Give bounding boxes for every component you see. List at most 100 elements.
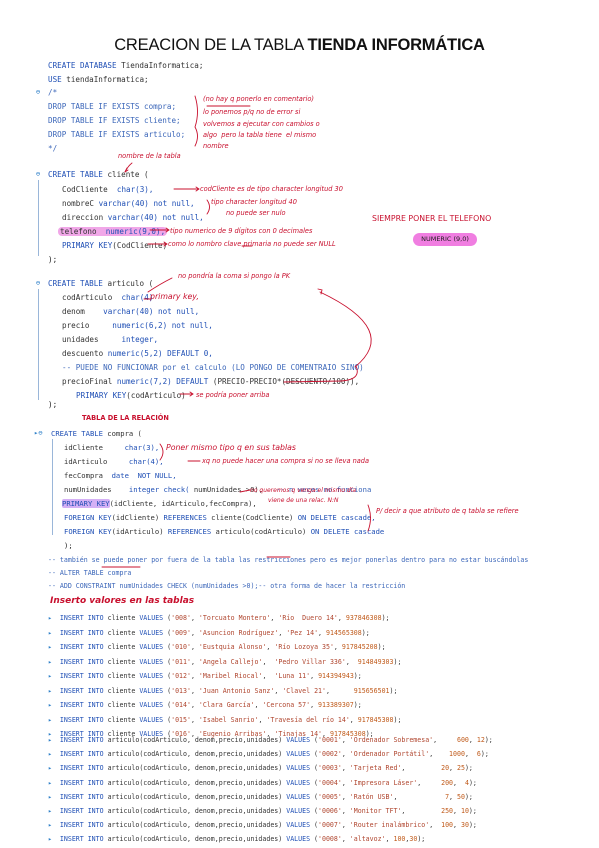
code-line-unidades[interactable]: unidades integer, xyxy=(62,335,159,344)
code-line-preciofinal[interactable]: precioFinal numeric(7,2) DEFAULT (PRECIO… xyxy=(62,377,360,386)
cliente-insert-row[interactable]: ▸ INSERT INTO cliente VALUES ('012', 'Ma… xyxy=(48,672,362,680)
code-line-idcliente[interactable]: idCliente char(3), xyxy=(64,443,160,452)
code-line-fk-articulo[interactable]: FOREIGN KEY(idArticulo) REFERENCES artic… xyxy=(64,527,385,536)
cliente-insert-row[interactable]: ▸ INSERT INTO cliente VALUES ('009', 'As… xyxy=(48,628,370,637)
note-tipo-character: tipo character longitud 40 xyxy=(211,198,297,206)
code-line-feccompra[interactable]: fecCompra date NOT NULL, xyxy=(64,471,177,480)
run-statement-icon[interactable]: ▸ xyxy=(48,736,60,744)
cliente-insert-row[interactable]: ▸ INSERT INTO cliente VALUES ('014', 'Cl… xyxy=(48,701,362,709)
code-line-tail-comment-3[interactable]: -- ADD CONSTRAINT numUnidades CHECK (num… xyxy=(48,582,406,590)
code-line-articulo-close[interactable]: ); xyxy=(48,400,58,409)
cliente-insert-row[interactable]: ▸ INSERT INTO cliente VALUES ('011', 'An… xyxy=(48,657,402,666)
fold-guide xyxy=(38,180,39,256)
code-line-create-articulo[interactable]: CREATE TABLE articulo ( xyxy=(48,279,154,288)
run-statement-icon[interactable]: ▸ xyxy=(48,750,60,759)
run-statement-icon[interactable]: ▸ xyxy=(48,807,60,815)
run-statement-icon[interactable]: ▸ xyxy=(48,628,60,637)
note-clave-primaria: como lo nombro clave primaria no puede s… xyxy=(168,240,336,248)
run-statement-icon[interactable]: ▸ xyxy=(48,657,60,666)
code-line-denom[interactable]: denom varchar(40) not null, xyxy=(62,307,200,316)
note-atributo-tabla: P/ decir a que atributo de q tabla se re… xyxy=(376,507,519,515)
note-no-comentario: (no hay q ponerlo en comentario) xyxy=(203,95,314,103)
run-statement-icon[interactable]: ▸ xyxy=(48,764,60,773)
code-line-cliente-close[interactable]: ); xyxy=(48,255,58,264)
code-line-create-cliente[interactable]: CREATE TABLE cliente ( xyxy=(48,170,149,179)
run-statement-icon[interactable]: ▸ xyxy=(48,715,60,724)
note-relacion-nn: viene de una relac. N:N xyxy=(268,497,339,504)
run-statement-icon[interactable]: ▸ xyxy=(48,835,60,844)
articulo-insert-row[interactable]: ▸ INSERT INTO articulo(codArticulo, deno… xyxy=(48,750,489,759)
note-coma-pk: no pondría la coma si pongo la PK xyxy=(178,272,291,280)
cliente-insert-row[interactable]: ▸ INSERT INTO cliente VALUES ('010', 'Eu… xyxy=(48,643,386,651)
code-line-comment-open[interactable]: /* xyxy=(48,88,58,97)
code-line-drop-compra[interactable]: DROP TABLE IF EXISTS compra; xyxy=(48,102,177,111)
code-line-descuento[interactable]: descuento numeric(5,2) DEFAULT 0, xyxy=(62,349,213,358)
page-title: CREACION DE LA TABLA TIENDA INFORMÁTICA xyxy=(114,36,485,54)
code-line-numunidades[interactable]: numUnidades integer check( numUnidades >… xyxy=(64,485,372,494)
note-mismo-tipo: Poner mismo tipo q en sus tablas xyxy=(166,443,296,452)
note-nombre-tabla: nombre de la tabla xyxy=(118,152,181,160)
code-line-direccion[interactable]: direccion varchar(40) not null, xyxy=(62,213,204,222)
code-line-articulo-pk[interactable]: PRIMARY KEY(codArticulo) xyxy=(76,391,186,400)
code-line-use-database[interactable]: USE tiendaInformatica; xyxy=(48,75,149,84)
cliente-insert-row[interactable]: ▸ INSERT INTO cliente VALUES ('016', 'Eu… xyxy=(48,730,374,738)
cliente-insert-row[interactable]: ▸ INSERT INTO cliente VALUES ('013', 'Ju… xyxy=(48,686,398,695)
code-line-codarticulo[interactable]: codArticulo char(4) xyxy=(62,293,154,302)
note-tabla-relacion: TABLA DE LA RELACIÓN xyxy=(82,414,169,422)
run-statement-icon[interactable]: ▸ xyxy=(48,792,60,801)
note-nombre: nombre xyxy=(203,142,229,150)
articulo-insert-row[interactable]: ▸ INSERT INTO articulo(codArticulo, deno… xyxy=(48,778,477,787)
fold-toggle-icon[interactable]: ⊖ xyxy=(35,170,41,178)
run-statement-icon[interactable]: ▸ xyxy=(48,701,60,709)
run-statement-icon[interactable]: ▸ xyxy=(48,614,60,622)
code-line-compra-close[interactable]: ); xyxy=(64,541,73,550)
note-poner-arriba: se podría poner arriba xyxy=(196,391,270,399)
section-heading-insert: Inserto valores en las tablas xyxy=(50,596,195,606)
fold-toggle-icon[interactable]: ▸⊖ xyxy=(34,429,43,437)
run-statement-icon[interactable]: ▸ xyxy=(48,821,60,830)
code-line-telefono[interactable]: telefono numeric(9,0), xyxy=(58,227,168,236)
note-mismo-dia: no queremos q venga el mismo día xyxy=(250,487,357,494)
cliente-insert-row[interactable]: ▸ INSERT INTO cliente VALUES ('008', 'To… xyxy=(48,614,390,622)
articulo-insert-row[interactable]: ▸ INSERT INTO articulo(codArticulo, deno… xyxy=(48,764,473,773)
fold-toggle-icon[interactable]: ⊖ xyxy=(35,279,41,287)
run-statement-icon[interactable]: ▸ xyxy=(48,730,60,738)
code-line-create-compra[interactable]: CREATE TABLE compra ( xyxy=(51,429,142,438)
code-line-tail-comment-2[interactable]: -- ALTER TABLE compra xyxy=(48,569,132,577)
articulo-insert-row[interactable]: ▸ INSERT INTO articulo(codArticulo, deno… xyxy=(48,736,493,744)
note-tipo-numerico: tipo numerico de 9 dígitos con 0 decimal… xyxy=(170,227,313,235)
note-codcliente-tipo: codCliente es de tipo character longitud… xyxy=(200,185,343,193)
code-line-fk-cliente[interactable]: FOREIGN KEY(idCliente) REFERENCES client… xyxy=(64,513,376,522)
note-siempre-telefono: SIEMPRE PONER EL TELEFONO xyxy=(372,214,492,223)
fold-guide xyxy=(38,289,39,400)
articulo-insert-row[interactable]: ▸ INSERT INTO articulo(codArticulo, deno… xyxy=(48,807,477,815)
articulo-insert-row[interactable]: ▸ INSERT INTO articulo(codArticulo, deno… xyxy=(48,792,473,801)
note-primary-key: primary key, xyxy=(150,292,199,301)
note-no-nulo: no puede ser nulo xyxy=(226,209,286,217)
run-statement-icon[interactable]: ▸ xyxy=(48,672,60,680)
code-line-nombrec[interactable]: nombreC varchar(40) not null, xyxy=(62,199,195,208)
code-line-comment-close[interactable]: */ xyxy=(48,144,58,153)
cliente-insert-row[interactable]: ▸ INSERT INTO cliente VALUES ('015', 'Is… xyxy=(48,715,402,724)
code-line-idarticulo[interactable]: idArticulo char(4), xyxy=(64,457,164,466)
code-line-compra-pk[interactable]: PRIMARY KEY(idCliente, idArticulo,fecCom… xyxy=(62,499,257,508)
note-algo: algo pero la tabla tiene el mismo xyxy=(203,131,317,139)
code-line-cliente-pk[interactable]: PRIMARY KEY(CodCliente) xyxy=(62,241,168,250)
code-line-tail-comment-1[interactable]: -- también se puede poner por fuera de l… xyxy=(48,556,529,564)
run-statement-icon[interactable]: ▸ xyxy=(48,643,60,651)
code-line-drop-cliente[interactable]: DROP TABLE IF EXISTS cliente; xyxy=(48,116,181,125)
run-statement-icon[interactable]: ▸ xyxy=(48,778,60,787)
code-line-codcliente[interactable]: CodCliente char(3), xyxy=(62,185,154,194)
code-line-precio[interactable]: precio numeric(6,2) not null, xyxy=(62,321,213,330)
run-statement-icon[interactable]: ▸ xyxy=(48,686,60,695)
fold-toggle-icon[interactable]: ⊖ xyxy=(35,88,41,96)
note-no-compra: xq no puede hacer una compra si no se ll… xyxy=(202,457,370,465)
fold-guide xyxy=(52,439,53,535)
code-line-comment-calculo[interactable]: -- PUEDE NO FUNCIONAR por el calculo (LO… xyxy=(62,363,364,372)
articulo-insert-row[interactable]: ▸ INSERT INTO articulo(codArticulo, deno… xyxy=(48,821,477,830)
articulo-insert-row[interactable]: ▸ INSERT INTO articulo(codArticulo, deno… xyxy=(48,835,426,844)
highlight-numeric-badge: NUMERIC (9,0) xyxy=(413,233,477,246)
code-line-create-database[interactable]: CREATE DATABASE TiendaInformatica; xyxy=(48,61,204,70)
note-volvemos: volvemos a ejecutar con cambios o xyxy=(203,120,320,128)
code-line-drop-articulo[interactable]: DROP TABLE IF EXISTS articulo; xyxy=(48,130,186,139)
